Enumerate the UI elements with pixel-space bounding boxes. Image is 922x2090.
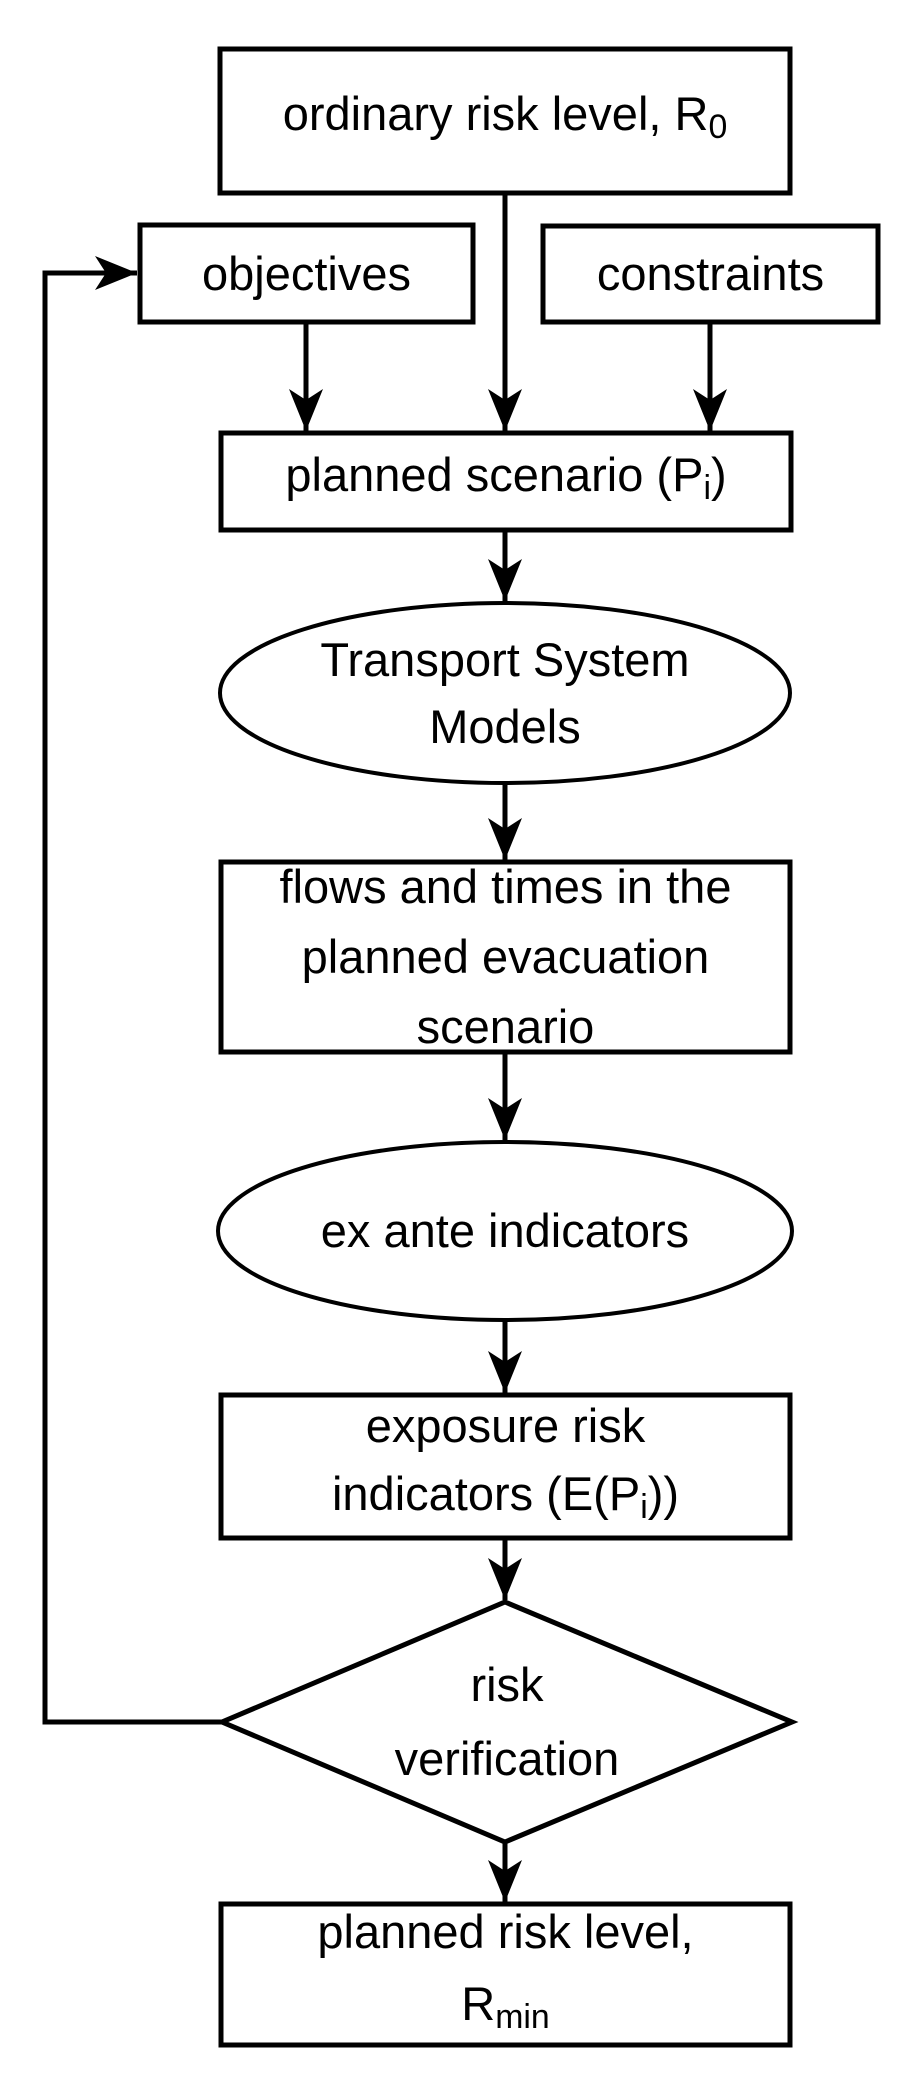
ordinary-risk-box (217, 46, 793, 196)
exposure-box (218, 1392, 793, 1541)
ordinary-risk-text: ordinary risk level, R0 (282, 87, 728, 147)
transport-models-line2: Models (429, 700, 581, 753)
flows-label: flows and times in the planned evacuatio… (221, 860, 790, 1053)
planned-risk-box (218, 1901, 793, 2048)
objectives-box (137, 222, 476, 325)
flows-line1: flows and times in the (279, 860, 732, 913)
ex-ante-ellipse (216, 1140, 794, 1322)
risk-verification-line1: risk (470, 1658, 544, 1711)
transport-models-line1: Transport System (320, 633, 690, 686)
exposure-line2: indicators (E(Pi)) (331, 1466, 680, 1527)
risk-verification-line2: verification (394, 1732, 620, 1785)
constraints-label: constraints (543, 226, 878, 322)
planned-risk-line1: planned risk level, (317, 1904, 694, 1958)
planned-scenario-text: planned scenario (Pi) (285, 447, 727, 508)
objectives-label: objectives (140, 225, 473, 322)
objectives-text: objectives (202, 246, 411, 300)
feedback-loop-arrow (42, 256, 225, 1725)
flows-line2: planned evacuation (301, 930, 710, 983)
planned-scenario-label: planned scenario (Pi) (221, 433, 791, 530)
ex-ante-text: ex ante indicators (320, 1204, 690, 1257)
constraints-text: constraints (596, 247, 825, 300)
transport-models-label: Transport System Models (220, 603, 790, 783)
flows-line3: scenario (416, 1000, 595, 1053)
planned-scenario-box (218, 430, 794, 533)
ordinary-risk-label: ordinary risk level, R0 (220, 49, 790, 193)
planned-risk-line2: Rmin (461, 1976, 550, 2037)
exposure-line1: exposure risk (365, 1398, 646, 1452)
risk-verification-label: risk verification (222, 1602, 792, 1842)
exposure-label: exposure risk indicators (E(Pi)) (221, 1395, 790, 1538)
transport-models-ellipse (218, 601, 792, 785)
ex-ante-label: ex ante indicators (218, 1142, 792, 1320)
risk-verification-diamond (215, 1599, 799, 1845)
flows-box (218, 859, 793, 1055)
planned-risk-label: planned risk level, Rmin (221, 1904, 790, 2045)
constraints-box (540, 223, 881, 325)
